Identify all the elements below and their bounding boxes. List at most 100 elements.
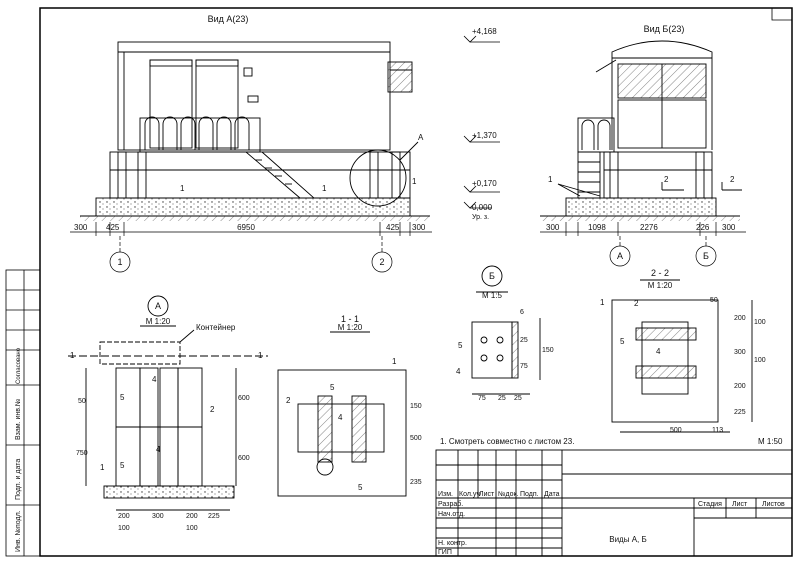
detail-a-pos-1: 1	[100, 463, 105, 472]
tb-h-list: Лист	[479, 491, 495, 498]
detail-a-dim-v1: 50	[78, 398, 86, 405]
dim-b-2: 1098	[588, 223, 606, 232]
detail-a-cut-1b: 1	[258, 351, 263, 360]
tb-sheets: Листов	[762, 501, 785, 508]
sec22-pos-5: 5	[620, 337, 625, 346]
tb-drawing-name: Виды А, Б	[609, 535, 646, 544]
stamp-replace: Взам. инв.№	[15, 399, 22, 440]
tb-h-kol: Кол.уч	[459, 491, 480, 498]
dim-b-4: 226	[696, 223, 710, 232]
tb-row-nach: Нач.отд.	[438, 511, 465, 518]
detail-b	[471, 265, 541, 395]
view-a	[80, 41, 430, 221]
sec22-dim-h2: 500	[670, 427, 682, 434]
axis-2: 2	[379, 257, 384, 267]
view-a-dims	[70, 222, 432, 273]
sec11-pos-5: 5	[330, 383, 335, 392]
view-b	[540, 40, 742, 221]
detail-a-pos-2: 2	[210, 405, 215, 414]
section-11-scale: М 1:20	[338, 323, 363, 332]
sec22-pos-2: 2	[634, 299, 639, 308]
view-a-pos-1: 1	[180, 184, 185, 193]
sec11-pos-2: 2	[286, 396, 291, 405]
detail-a-dim-h1: 200	[118, 513, 130, 520]
view-a-pos-1c: 1	[412, 177, 417, 186]
detail-b-dim-v3: 150	[542, 347, 554, 354]
sec11-pos-4: 4	[338, 413, 343, 422]
detail-a-pos-5b: 5	[120, 461, 125, 470]
detail-a-dim-h2: 300	[152, 513, 164, 520]
section-1-1	[277, 331, 407, 497]
sec22-dim-h1: 50	[710, 297, 718, 304]
tb-h-date: Дата	[544, 491, 560, 498]
mark-top: +4,168	[472, 27, 497, 36]
detail-b-dim-v1: 6	[520, 309, 524, 316]
detail-b-scale: М 1:5	[482, 291, 503, 300]
detail-b-pos-4: 4	[456, 367, 461, 376]
dim-a-5: 300	[412, 223, 426, 232]
sec22-dim-h3: 113	[712, 427, 723, 434]
sec22-dim-v6: 225	[734, 409, 746, 416]
detail-a-pos-5: 5	[120, 393, 125, 402]
detail-b-pos-5: 5	[458, 341, 463, 350]
detail-b-title: Б	[489, 271, 495, 281]
dim-a-4: 425	[386, 223, 400, 232]
sec22-dim-v2: 100	[754, 319, 766, 326]
detail-a-dim-v4: 600	[238, 455, 250, 462]
tb-stage: Стадия	[698, 501, 722, 508]
axis-a: А	[617, 251, 623, 261]
sec22-dim-v1: 200	[734, 315, 746, 322]
detail-b-dim-h3: 25	[514, 395, 522, 402]
elevation-marks	[463, 35, 500, 209]
detail-b-dim-v4: 75	[520, 363, 528, 370]
view-b-pos-1: 1	[548, 175, 553, 184]
axis-b: Б	[703, 251, 709, 261]
view-b-dims	[540, 222, 746, 267]
sec22-pos-4: 4	[656, 347, 661, 356]
dim-a-3: 6950	[237, 223, 255, 232]
title-block	[435, 449, 793, 557]
detail-a-dim-v2: 750	[76, 450, 88, 457]
detail-a-pos-4: 4	[152, 375, 157, 384]
detail-a-dim-v3: 600	[238, 395, 250, 402]
stamp-agreed: Согласовано	[16, 347, 22, 384]
stamp-inv: Инв. №подл.	[15, 510, 22, 552]
detail-a-scale: М 1:20	[146, 317, 171, 326]
detail-b-dim-h2: 25	[498, 395, 506, 402]
sec11-pos-1: 1	[392, 357, 397, 366]
stamp-sign: Подп. и дата	[15, 459, 22, 500]
tb-h-izm: Изм.	[438, 491, 453, 498]
sec11-pos-5b: 5	[358, 483, 363, 492]
tb-row-gip: ГИП	[438, 549, 452, 556]
section-mark-right: 2	[730, 175, 735, 184]
mark-low: +0,170	[472, 179, 497, 188]
sec11-dim-2: 500	[410, 435, 422, 442]
detail-b-dim-h1: 75	[478, 395, 486, 402]
section-mark-left: 2	[664, 175, 669, 184]
sec11-dim-3: 235	[410, 479, 422, 486]
dim-b-5: 300	[722, 223, 736, 232]
detail-a-bottom-1: 100	[118, 525, 130, 532]
view-a-title: Вид А(23)	[208, 14, 249, 24]
tb-h-sign: Подп.	[520, 491, 539, 498]
sec22-dim-v3: 300	[734, 349, 746, 356]
section-11-title: 1 - 1	[341, 314, 359, 324]
dim-b-1: 300	[546, 223, 560, 232]
mark-ground: Ур. з.	[472, 214, 489, 221]
sec22-pos-1: 1	[600, 298, 605, 307]
mark-mid: +1,370	[472, 131, 497, 140]
detail-a-bottom-2: 100	[186, 525, 198, 532]
section-22-title: 2 - 2	[651, 268, 669, 278]
sec11-dim-1: 150	[410, 403, 422, 410]
dim-b-3: 2276	[640, 223, 658, 232]
side-stamp	[5, 269, 41, 557]
sec22-dim-v5: 200	[734, 383, 746, 390]
detail-b-dim-v2: 25	[520, 337, 528, 344]
detail-a-dim-h4: 225	[208, 513, 220, 520]
detail-a-dim-h3: 200	[186, 513, 198, 520]
detail-a-title: А	[155, 301, 161, 311]
dim-a-1: 300	[74, 223, 88, 232]
note-1: 1. Смотреть совместно с листом 23.	[440, 437, 574, 446]
sec22-dim-v4: 100	[754, 357, 766, 364]
